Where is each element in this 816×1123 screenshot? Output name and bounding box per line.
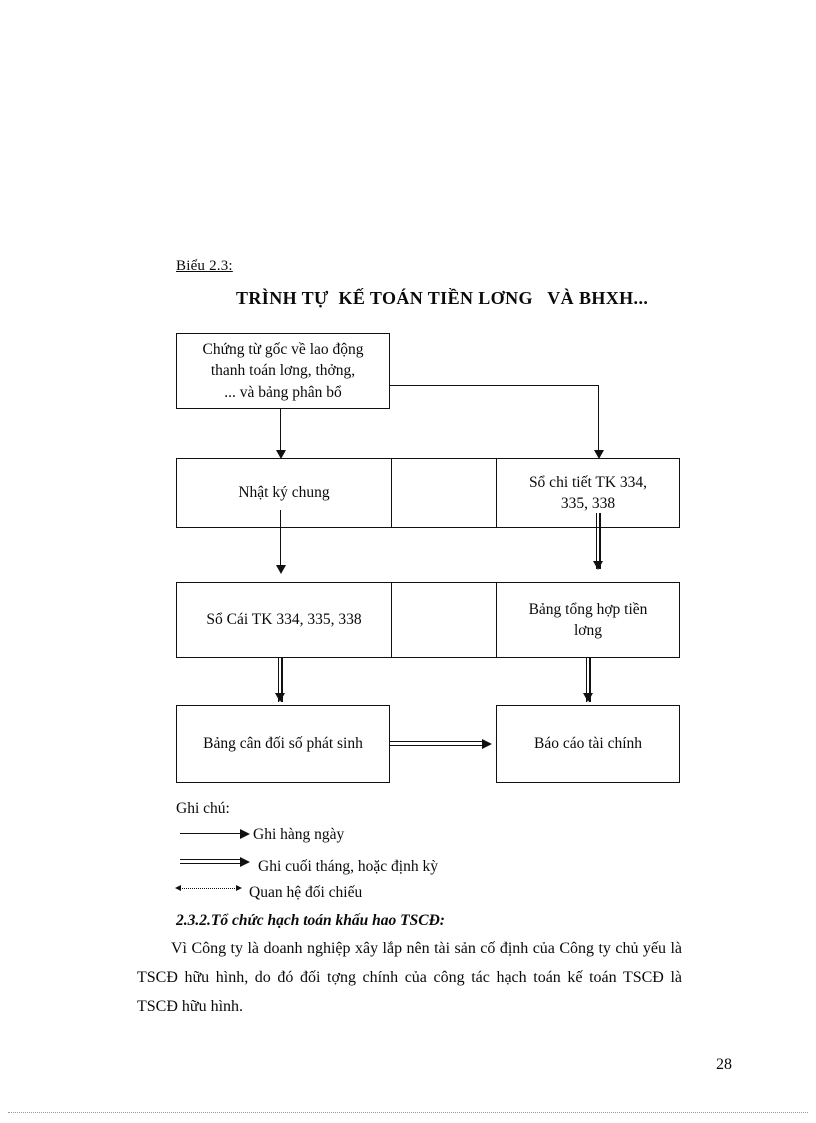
- legend-label-reconciliation: Quan hệ đối chiếu: [249, 884, 363, 901]
- flow-row-journal-and-detail: Nhật ký chung Sổ chi tiết TK 334, 335, 3…: [176, 458, 680, 528]
- flow-box-financial-report: Báo cáo tài chính: [496, 705, 680, 783]
- connector-ledger-to-trialbalance: [277, 658, 283, 702]
- flow-box-detail-ledger: Sổ chi tiết TK 334, 335, 338: [497, 459, 679, 527]
- legend-label-daily: Ghi hàng ngày: [253, 826, 345, 843]
- connector-source-to-journal: [280, 409, 282, 453]
- flow-box-payroll-summary: Bảng tổng hợp tiền lơng: [497, 583, 679, 657]
- flow-box-detail-ledger-label: Sổ chi tiết TK 334, 335, 338: [528, 473, 648, 512]
- arrowhead-source-to-journal: [275, 450, 286, 459]
- connector-summary-to-report: [585, 658, 591, 702]
- flow-box-spacer-row2: [391, 459, 497, 527]
- legend-single-arrow-line: [180, 833, 243, 835]
- flow-box-source-documents-label: Chứng từ gốc về lao động thanh toán lơng…: [202, 340, 364, 401]
- flow-box-trial-balance-label: Bảng cân đối số phát sinh: [203, 735, 363, 753]
- flow-box-financial-report-label: Báo cáo tài chính: [533, 735, 643, 753]
- arrowhead-journal-to-ledger: [275, 565, 286, 574]
- flow-box-trial-balance: Bảng cân đối số phát sinh: [176, 705, 390, 783]
- figure-title: TRÌNH TỰ KẾ TOÁN TIỀN LƠNG VÀ BHXH...: [236, 288, 649, 308]
- footer-rule: [8, 1112, 808, 1113]
- arrowhead-summary-to-report: [583, 693, 593, 702]
- legend-dotted-arrow-head-left: [175, 885, 181, 891]
- connector-trialbalance-to-report: [390, 741, 484, 746]
- body-paragraph: Vì Công ty là doanh nghiệp xây lắp nên t…: [137, 940, 682, 1015]
- figure-label: Biểu 2.3:: [176, 258, 233, 274]
- flow-box-general-ledger: Sổ Cái TK 334, 335, 338: [177, 583, 391, 657]
- arrowhead-source-to-detail: [593, 450, 604, 459]
- connector-source-to-detail-horizontal: [390, 385, 599, 387]
- legend-dotted-arrow-head-right: [236, 885, 242, 891]
- flow-box-source-documents: Chứng từ gốc về lao động thanh toán lơng…: [176, 333, 390, 409]
- legend-single-arrow-head: [240, 828, 250, 839]
- arrowhead-trialbalance-to-report: [482, 738, 492, 749]
- legend-dotted-line: [180, 888, 237, 889]
- connector-journal-to-ledger: [280, 510, 282, 568]
- arrowhead-detail-to-summary: [593, 561, 603, 570]
- arrowhead-ledger-to-trialbalance: [275, 693, 285, 702]
- connector-detail-to-summary: [595, 513, 601, 569]
- legend-double-arrow-line: [180, 859, 242, 864]
- legend-title: Ghi chú:: [176, 800, 230, 817]
- legend-label-monthly: Ghi cuối tháng, hoặc định kỳ: [258, 858, 438, 875]
- flow-box-general-journal: Nhật ký chung: [177, 459, 391, 527]
- connector-source-to-detail-vertical: [597, 385, 599, 453]
- page-number: 28: [716, 1056, 732, 1073]
- section-heading: 2.3.2.Tổ chức hạch toán khấu hao TSCĐ:: [176, 912, 445, 929]
- legend-double-arrow-head: [240, 856, 250, 867]
- flow-box-general-ledger-label: Sổ Cái TK 334, 335, 338: [206, 611, 362, 629]
- flow-box-spacer-row3: [391, 583, 497, 657]
- flow-box-general-journal-label: Nhật ký chung: [238, 484, 330, 502]
- flow-row-ledger-and-summary: Sổ Cái TK 334, 335, 338 Bảng tổng hợp ti…: [176, 582, 680, 658]
- flow-box-payroll-summary-label: Bảng tổng hợp tiền lơng: [528, 600, 648, 639]
